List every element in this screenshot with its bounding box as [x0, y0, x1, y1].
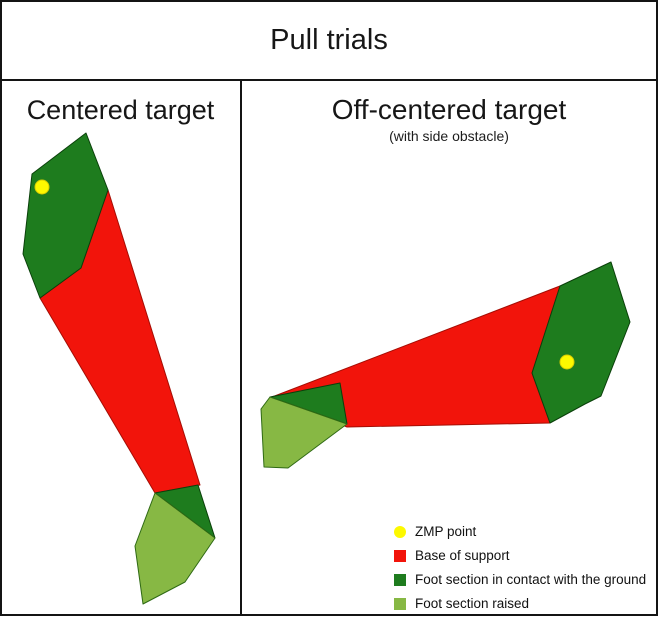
page-title: Pull trials — [270, 24, 388, 56]
panel-left-title: Centered target — [26, 95, 215, 125]
legend-label: Foot section raised — [415, 596, 530, 611]
foot-raised-swatch-icon — [394, 597, 406, 610]
panel-right-subtitle: (with side obstacle) — [389, 128, 509, 144]
panel-right-title: Off-centered target — [331, 94, 567, 125]
panel-divider-line — [240, 79, 242, 616]
left-rear-foot-raised — [134, 492, 216, 605]
right-front-foot-contact — [531, 261, 631, 424]
title-separator-line — [0, 79, 658, 81]
legend-item: ZMP point — [394, 523, 646, 540]
right-zmp-point — [559, 354, 575, 370]
zmp-point-swatch-icon — [394, 525, 406, 538]
base-of-support-swatch-icon — [394, 549, 406, 562]
left-front-foot-contact — [22, 132, 109, 299]
legend-label: ZMP point — [415, 524, 477, 539]
legend-item: Foot section in contact with the ground — [394, 571, 646, 588]
right-rear-foot-raised — [260, 396, 348, 469]
legend-item: Foot section raised — [394, 595, 646, 612]
legend-label: Foot section in contact with the ground — [415, 572, 647, 587]
left-zmp-point — [34, 179, 50, 195]
foot-contact-swatch-icon — [394, 573, 406, 586]
legend-label: Base of support — [415, 548, 510, 563]
legend-item: Base of support — [394, 547, 646, 564]
